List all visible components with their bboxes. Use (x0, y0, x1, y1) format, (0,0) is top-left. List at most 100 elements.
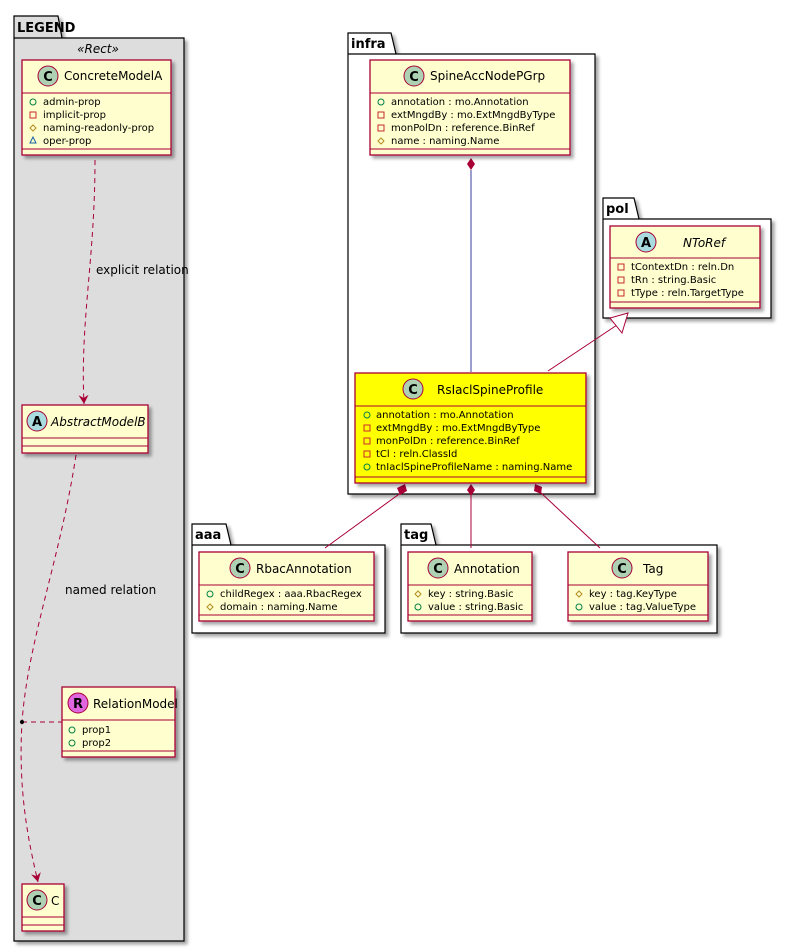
class-rbac-annotation[interactable]: C RbacAnnotation childRegex : aaa.RbacRe… (198, 551, 375, 622)
edge-rs-to-rbac (324, 484, 407, 549)
edge-spine-to-rs (467, 158, 475, 372)
private-visibility-icon (363, 450, 371, 458)
edge-explicit-relation: explicit relation (78, 159, 189, 405)
private-visibility-icon (29, 111, 37, 119)
edge-named-relation: named relation (20, 454, 156, 883)
class-name: C (51, 894, 59, 908)
class-spine-acc-node-p-grp[interactable]: C SpineAccNodePGrp annotation : mo.Annot… (369, 59, 571, 156)
attribute: extMngdBy : mo.ExtMngdByType (376, 423, 540, 434)
private-visibility-icon (617, 276, 625, 284)
class-kind-letter: C (408, 383, 418, 398)
class-kind-letter: C (433, 562, 443, 577)
attribute: tnIaclSpineProfileName : naming.Name (376, 462, 572, 473)
attribute: value : string.Basic (428, 602, 523, 613)
public-visibility-icon (206, 590, 214, 598)
class-c[interactable]: C C (21, 883, 65, 932)
attribute: implicit-prop (43, 110, 106, 121)
public-visibility-icon (68, 739, 76, 747)
private-visibility-icon (617, 289, 625, 297)
abstract-class-icon (635, 231, 657, 253)
attribute: annotation : mo.Annotation (391, 97, 529, 108)
class-name: ConcreteModelA (64, 69, 163, 83)
attribute: naming-readonly-prop (43, 123, 154, 134)
attribute: prop1 (82, 725, 111, 736)
public-visibility-icon (68, 726, 76, 734)
attribute: admin-prop (43, 97, 101, 108)
class-name: RbacAnnotation (256, 562, 352, 576)
class-kind-letter: C (32, 894, 42, 909)
attribute: name : naming.Name (391, 136, 499, 147)
named-relation-label: named relation (65, 583, 156, 597)
class-name: RelationModel (93, 697, 178, 711)
tag-package-name: tag (404, 528, 428, 543)
abstract-class-icon (26, 410, 48, 432)
class-kind-letter: C (43, 70, 53, 85)
public-visibility-icon (575, 603, 583, 611)
class-relation-model[interactable]: R RelationModel prop1 prop2 (61, 686, 178, 758)
attribute: tType : reln.TargetType (631, 288, 744, 299)
class-name: Annotation (454, 562, 520, 576)
edge-rs-to-tag (534, 484, 601, 549)
public-visibility-icon (29, 98, 37, 106)
protected-visibility-icon (414, 590, 422, 598)
attribute: tContextDn : reln.Dn (631, 262, 734, 273)
protected-visibility-icon (377, 137, 385, 145)
public-visibility-icon (363, 411, 371, 419)
public-visibility-icon (414, 603, 422, 611)
attribute: oper-prop (43, 136, 91, 147)
explicit-relation-label: explicit relation (96, 263, 189, 277)
attribute: monPolDn : reference.BinRef (376, 436, 520, 447)
class-kind-letter: R (73, 697, 83, 712)
class-icon (611, 557, 633, 579)
class-kind-letter: C (409, 70, 419, 85)
protected-visibility-icon (206, 603, 214, 611)
class-kind-letter: C (617, 562, 627, 577)
legend-stereotype: «Rect» (77, 42, 119, 56)
legend-package-name: LEGEND (17, 21, 76, 36)
class-name: SpineAccNodePGrp (430, 69, 545, 83)
class-name: AbstractModelB (50, 415, 146, 429)
attribute: value : tag.ValueType (589, 602, 696, 613)
private-visibility-icon (363, 437, 371, 445)
infra-package-name: infra (351, 37, 386, 52)
package-visibility-icon (29, 135, 37, 144)
class-name: NToRef (683, 236, 727, 250)
private-visibility-icon (377, 124, 385, 132)
class-icon (403, 65, 425, 87)
attribute: childRegex : aaa.RbacRegex (220, 589, 362, 600)
class-abstract-model-b[interactable]: A AbstractModelB (21, 404, 149, 454)
private-visibility-icon (377, 111, 385, 119)
attribute: extMngdBy : mo.ExtMngdByType (391, 110, 555, 121)
attribute: monPolDn : reference.BinRef (391, 123, 535, 134)
protected-visibility-icon (575, 590, 583, 598)
private-visibility-icon (363, 424, 371, 432)
edge-rs-generalizes-ntoref (547, 312, 629, 372)
class-concrete-model-a[interactable]: C ConcreteModelA admin-prop implicit-pro… (21, 59, 172, 156)
class-icon (26, 889, 48, 911)
protected-visibility-icon (29, 124, 37, 132)
class-icon (37, 65, 59, 87)
public-visibility-icon (363, 463, 371, 471)
attribute: prop2 (82, 738, 111, 749)
attribute: tCl : reln.ClassId (376, 449, 457, 460)
class-rs-iacl-spine-profile[interactable]: C RsIaclSpineProfile annotation : mo.Ann… (354, 372, 587, 484)
class-name: RsIaclSpineProfile (437, 383, 543, 397)
attribute: annotation : mo.Annotation (376, 410, 514, 421)
private-visibility-icon (617, 263, 625, 271)
class-icon (229, 557, 251, 579)
class-kind-letter: A (641, 236, 651, 251)
public-visibility-icon (377, 98, 385, 106)
class-icon (402, 378, 424, 400)
attribute: key : tag.KeyType (589, 589, 677, 600)
attribute: key : string.Basic (428, 589, 514, 600)
class-annotation[interactable]: C Annotation key : string.Basic value : … (407, 551, 533, 622)
class-kind-letter: C (235, 562, 245, 577)
relation-class-icon (67, 692, 89, 714)
class-n-to-ref[interactable]: A NToRef tContextDn : reln.Dn tRn : stri… (609, 225, 761, 309)
aaa-package-name: aaa (195, 528, 221, 543)
attribute: domain : naming.Name (220, 602, 338, 613)
class-name: Tag (642, 562, 663, 576)
class-icon (427, 557, 449, 579)
class-tag[interactable]: C Tag key : tag.KeyType value : tag.Valu… (567, 551, 709, 622)
